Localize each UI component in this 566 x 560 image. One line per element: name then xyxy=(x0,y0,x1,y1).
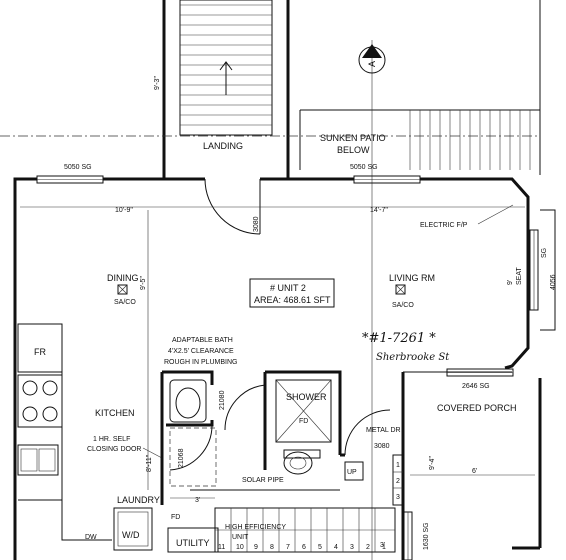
seat-label: SEAT xyxy=(516,267,523,285)
handwritten-street: Sherbrooke St xyxy=(376,352,450,363)
smoke-detector-dining-label: SA/CO xyxy=(114,299,136,306)
stair-step-bottom-9: 9 xyxy=(254,544,258,551)
adaptable-bath-label-1: ADAPTABLE BATH xyxy=(172,337,233,344)
stair-step-bottom-4: 4 xyxy=(334,544,338,551)
sunken-patio-label: SUNKEN PATIO xyxy=(320,133,386,143)
high-efficiency-label-2: UNIT xyxy=(232,534,249,541)
stair-step-bottom-5: 5 xyxy=(318,544,322,551)
stair-step-bottom-10: 10 xyxy=(236,544,244,551)
smoke-detector-dining-icon xyxy=(117,284,128,295)
high-efficiency-label-1: HIGH EFFICIENCY xyxy=(225,524,286,531)
window-top-left-label: 5050 SG xyxy=(64,164,92,171)
dimension-top-right: 14'-7" xyxy=(370,207,388,214)
fire-door-label-1: 1 HR. SELF xyxy=(93,436,130,443)
metal-door-swing xyxy=(344,409,391,456)
upper-stair xyxy=(162,0,290,178)
dimension-3-b: 3' xyxy=(380,542,385,549)
kitchen-label: KITCHEN xyxy=(95,408,135,418)
covered-porch-label: COVERED PORCH xyxy=(437,403,517,413)
section-marker-icon xyxy=(358,44,386,74)
bottom-stair xyxy=(214,507,396,553)
dimension-9-5: 9'-5" xyxy=(140,276,147,290)
window-right-size: 4056 xyxy=(550,274,557,290)
stair-step-right-2: 2 xyxy=(396,478,400,485)
section-marker-letter: A xyxy=(367,61,377,67)
stair-dimension: 9'-3" xyxy=(154,76,161,90)
smoke-detector-living-label: SA/CO xyxy=(392,302,414,309)
dimension-top-left: 10'-9" xyxy=(115,207,133,214)
smoke-detector-living-icon xyxy=(395,284,406,295)
laundry-drain-label: FD xyxy=(171,514,180,521)
unit-area: AREA: 468.61 SFT xyxy=(254,295,331,305)
toilet-icon xyxy=(283,449,321,475)
adaptable-bath-label-3: ROUGH IN PLUMBING xyxy=(164,359,238,366)
electric-fireplace-label: ELECTRIC F/P xyxy=(420,222,468,229)
utility-label: UTILITY xyxy=(176,538,210,548)
dimension-9: 9' xyxy=(507,280,514,285)
utility-room xyxy=(167,527,219,553)
dining-label: DINING xyxy=(107,273,139,283)
sink-icon xyxy=(17,444,59,476)
window-top-right-label: 5050 SG xyxy=(350,164,378,171)
dimension-9-4: 9'-4" xyxy=(429,456,436,470)
bath-door-size: 21080 xyxy=(219,390,226,410)
dishwasher-label: DW xyxy=(85,534,97,541)
metal-door-size: 3080 xyxy=(374,443,390,450)
shower-drain-label: FD xyxy=(299,418,308,425)
stair-step-bottom-7: 7 xyxy=(286,544,290,551)
stair-step-bottom-6: 6 xyxy=(302,544,306,551)
bathtub-icon xyxy=(169,379,207,423)
fire-door-label-2: CLOSING DOOR xyxy=(87,446,141,453)
laundry-door-size: 21068 xyxy=(178,448,185,468)
handwritten-address-number: *#1-7261 * xyxy=(362,331,436,346)
washer-dryer-label: W/D xyxy=(122,530,140,540)
up-label: UP xyxy=(347,469,357,476)
stair-step-bottom-2: 2 xyxy=(366,544,370,551)
dimension-8-11: 8'-11" xyxy=(146,454,153,472)
stair-step-right-3: 3 xyxy=(396,494,400,501)
adaptable-bath-label-2: 4'X2.5' CLEARANCE xyxy=(168,348,234,355)
laundry-door-swing xyxy=(169,424,213,471)
solar-pipe-label: SOLAR PIPE xyxy=(242,477,284,484)
stair-step-right-1: 1 xyxy=(396,462,400,469)
window-bottom-right-label: 1630 SG xyxy=(423,522,430,550)
bath-door-swing xyxy=(224,384,266,431)
shower-stall xyxy=(275,379,332,443)
entry-door-swing xyxy=(204,178,261,235)
metal-door-label: METAL DR xyxy=(366,427,401,434)
window-right-sg: SG xyxy=(541,248,548,258)
stair-step-bottom-3: 3 xyxy=(350,544,354,551)
fridge-label: FR xyxy=(34,347,46,357)
stove-icon xyxy=(17,374,63,428)
window-porch-label: 2646 SG xyxy=(462,383,490,390)
below-label: BELOW xyxy=(337,145,370,155)
stair-step-bottom-11: 11 xyxy=(218,544,225,551)
dimension-3-a: 3' xyxy=(195,497,200,504)
up-box xyxy=(344,461,364,481)
right-stair xyxy=(392,454,404,506)
washer-dryer xyxy=(113,507,153,551)
landing-label: LANDING xyxy=(203,141,243,151)
exterior-walls xyxy=(13,177,530,560)
bathroom-walls xyxy=(160,370,345,505)
unit-box xyxy=(249,278,335,308)
dimension-6: 6' xyxy=(472,468,477,475)
stair-step-bottom-1: 1 xyxy=(382,544,386,551)
laundry-label: LAUNDRY xyxy=(117,495,160,505)
up-arrow-icon xyxy=(219,61,233,95)
shower-label: SHOWER xyxy=(286,392,327,402)
patio-stair xyxy=(299,0,541,175)
living-room-label: LIVING RM xyxy=(389,273,435,283)
entry-door-size: 3080 xyxy=(253,216,260,232)
unit-title: # UNIT 2 xyxy=(270,283,306,293)
stair-step-bottom-8: 8 xyxy=(270,544,274,551)
